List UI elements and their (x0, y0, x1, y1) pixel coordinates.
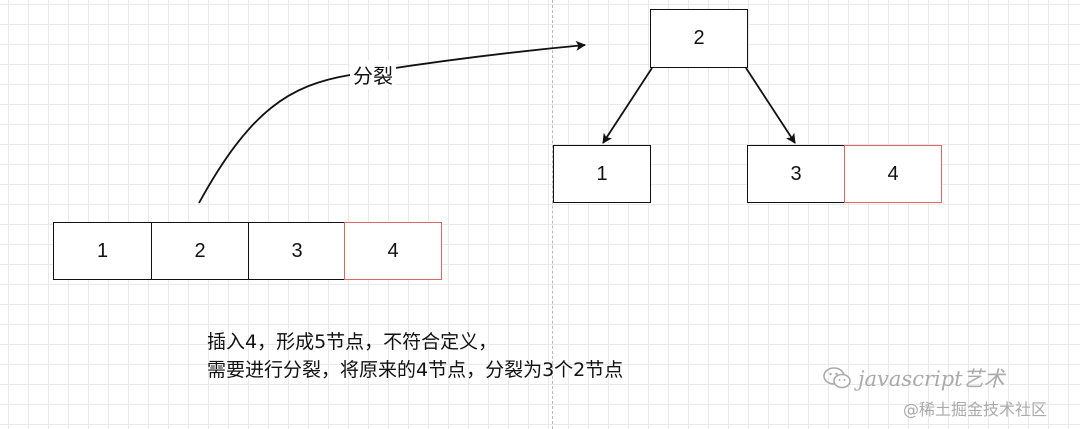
note-line-2: 需要进行分裂，将原来的4节点，分裂为3个2节点 (207, 359, 624, 381)
note-line-1: 插入4，形成5节点，不符合定义， (207, 331, 498, 353)
row-key-label: 1 (96, 239, 109, 262)
explanation-note: 插入4，形成5节点，不符合定义， 需要进行分裂，将原来的4节点，分裂为3个2节点 (207, 328, 623, 384)
row-key-cell: 3 (248, 222, 346, 280)
row-key-cell-new: 4 (344, 222, 442, 280)
wechat-icon (823, 367, 851, 389)
tree-right-label: 4 (887, 162, 899, 185)
row-key-label: 4 (387, 239, 399, 262)
tree-root-node: 2 (650, 9, 748, 68)
dashed-divider (552, 0, 553, 429)
row-key-label: 3 (291, 239, 303, 262)
tree-left-node: 1 (553, 145, 651, 203)
tree-root-label: 2 (693, 27, 705, 49)
row-key-label: 2 (194, 239, 206, 262)
edge-root-to-left (602, 67, 653, 144)
split-label: 分裂 (350, 60, 396, 89)
row-key-cell: 1 (53, 222, 152, 280)
watermark: javascript艺术 (822, 363, 1005, 393)
tree-right-key-cell: 3 (747, 145, 845, 203)
watermark-site: @稀土掘金技术社区 (903, 400, 1048, 419)
row-key-cell: 2 (151, 222, 249, 280)
edge-root-to-right (745, 67, 796, 144)
tree-left-label: 1 (596, 162, 608, 185)
watermark-name: javascript艺术 (858, 367, 1005, 391)
tree-right-key-cell-new: 4 (844, 145, 942, 203)
tree-right-label: 3 (790, 162, 802, 185)
